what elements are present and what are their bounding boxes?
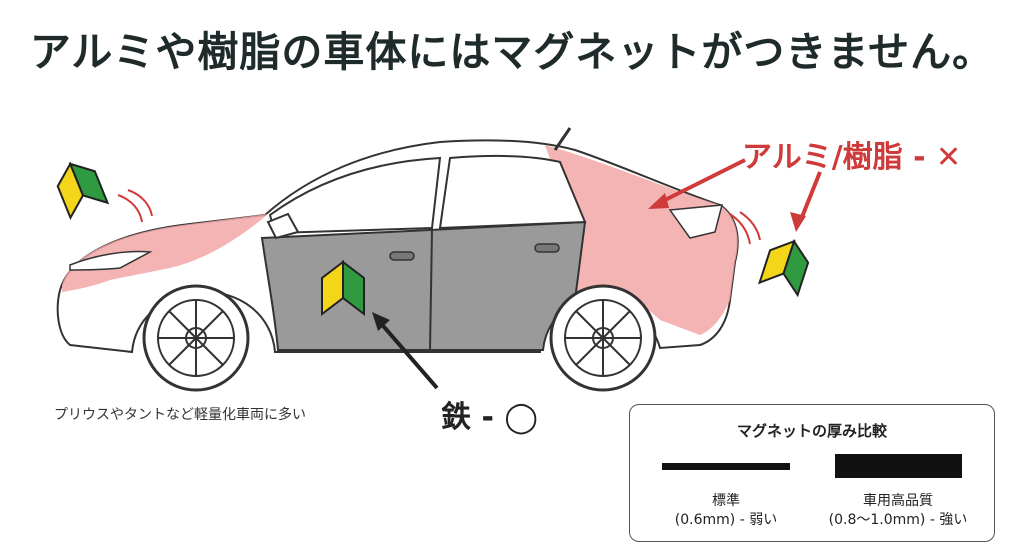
- vehicle-caption: プリウスやタントなど軽量化車両に多い: [54, 407, 306, 423]
- front-wheel: [142, 284, 250, 392]
- standard-magnet: 標準 (0.6mm) - 弱い: [641, 492, 811, 530]
- falling-motion-lines: [117, 189, 761, 245]
- rear-window: [438, 154, 587, 230]
- standard-spec: (0.6mm) - 弱い: [674, 512, 778, 528]
- rear-wheel: [549, 284, 657, 392]
- aluminum-resin-label: アルミ/樹脂 - ✕: [742, 140, 962, 175]
- beginner-mark-left-icon: [56, 161, 110, 221]
- premium-spec: (0.8〜1.0mm) - 強い: [828, 512, 968, 528]
- premium-magnet: 車用高品質 (0.8〜1.0mm) - 強い: [813, 492, 983, 530]
- black-arrow-to-door: [372, 312, 439, 390]
- beginner-mark-door-icon: [321, 259, 365, 317]
- red-arrow-to-mark: [790, 171, 822, 232]
- standard-name: 標準: [712, 493, 740, 509]
- red-arrow-to-rear: [648, 158, 746, 209]
- premium-name: 車用高品質: [863, 493, 933, 509]
- page-title: アルミや樹脂の車体にはマグネットがつきません。: [29, 28, 995, 76]
- beginner-mark-right-icon: [757, 238, 810, 298]
- legend-title: マグネットの厚み比較: [736, 422, 887, 440]
- iron-label: 鉄 - ◯: [441, 400, 538, 435]
- thin-magnet-bar: [662, 463, 790, 470]
- iron-door-zone: [260, 220, 587, 351]
- front-window: [268, 156, 442, 235]
- thick-magnet-bar: [835, 454, 962, 478]
- thickness-legend: マグネットの厚み比較 標準 (0.6mm) - 弱い 車用高品質 (0.8〜1.…: [629, 404, 995, 542]
- front-resin-zone: [62, 214, 268, 292]
